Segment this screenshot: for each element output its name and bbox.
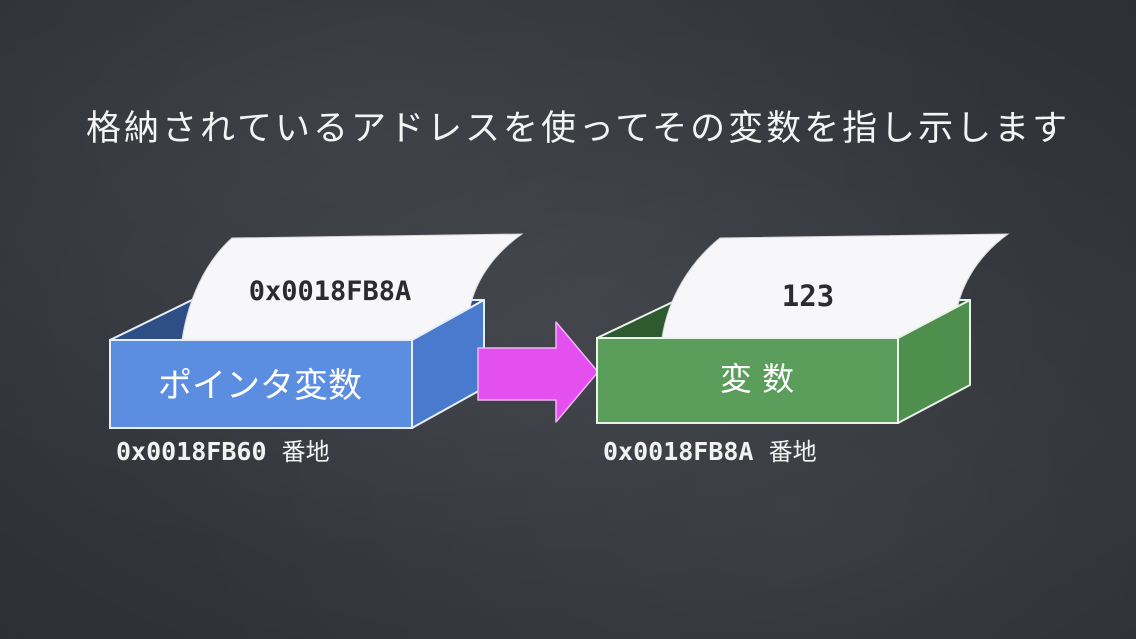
variable-address-suffix: 番地 (768, 438, 817, 466)
variable-box-label: 変 数 (720, 360, 794, 398)
pointer-address-suffix: 番地 (281, 438, 330, 466)
variable-address: 0x0018FB8A (603, 437, 754, 466)
variable-box-front (596, 337, 899, 424)
variable-box: 123 変 数 (596, 233, 1010, 424)
pointer-paper-sheet (181, 233, 524, 341)
pointer-box-front (109, 339, 413, 429)
pointer-arrow (477, 321, 599, 423)
variable-paper-value: 123 (782, 279, 834, 313)
pointer-box-label: ポインタ変数 (158, 366, 362, 406)
pointer-paper-value: 0x0018FB8A (249, 276, 412, 307)
pointer-variable-box: 0x0018FB8A ポインタ変数 (109, 233, 524, 429)
variable-address-label: 0x0018FB8A 番地 (603, 432, 817, 467)
pointer-address-label: 0x0018FB60 番地 (116, 432, 330, 467)
pointer-address: 0x0018FB60 (116, 437, 267, 466)
variable-paper-sheet (661, 233, 1010, 339)
slide-title: 格納されているアドレスを使ってその変数を指し示します (86, 109, 1071, 149)
